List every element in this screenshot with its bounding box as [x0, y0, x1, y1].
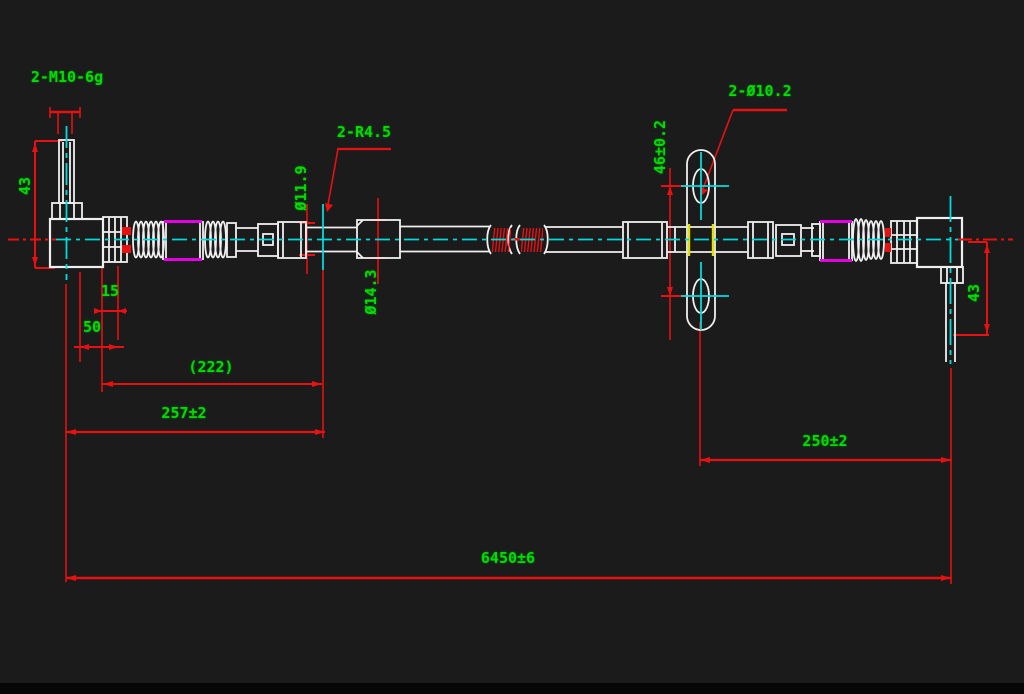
centerlines [56, 126, 958, 364]
marker-sleeve-left [162, 221, 204, 260]
dim-6450-overall: 6450±6 [480, 549, 536, 567]
dia-11-9: Ø11.9 [292, 165, 310, 211]
tube-left [236, 219, 490, 259]
heat-sleeves [164, 220, 852, 262]
dim-43-right: 43 [965, 283, 983, 303]
dim-50: 50 [82, 318, 102, 336]
dim-257: 257±2 [161, 404, 207, 422]
dim-43-left: 43 [16, 176, 34, 196]
canvas-bottom-band [0, 683, 1024, 694]
dimension-lines [34, 107, 989, 584]
radius-callout: 2-R4.5 [336, 123, 392, 141]
bracket-hole-spacing: 46±0.2 [651, 119, 669, 175]
dia-14-3: Ø14.3 [362, 269, 380, 315]
dim-250: 250±2 [802, 432, 848, 450]
bracket-holes-callout: 2-Ø10.2 [728, 82, 792, 100]
left-elbow-fitting [48, 139, 105, 269]
right-elbow-fitting [915, 216, 964, 362]
dimension-arrows [32, 143, 990, 581]
thread-callout: 2-M10-6g [30, 68, 104, 86]
dim-15: 15 [100, 282, 120, 300]
marker-sleeve-right [819, 221, 853, 261]
dim-222-ref: (222) [188, 358, 234, 376]
right-crimp-shell [890, 220, 918, 264]
